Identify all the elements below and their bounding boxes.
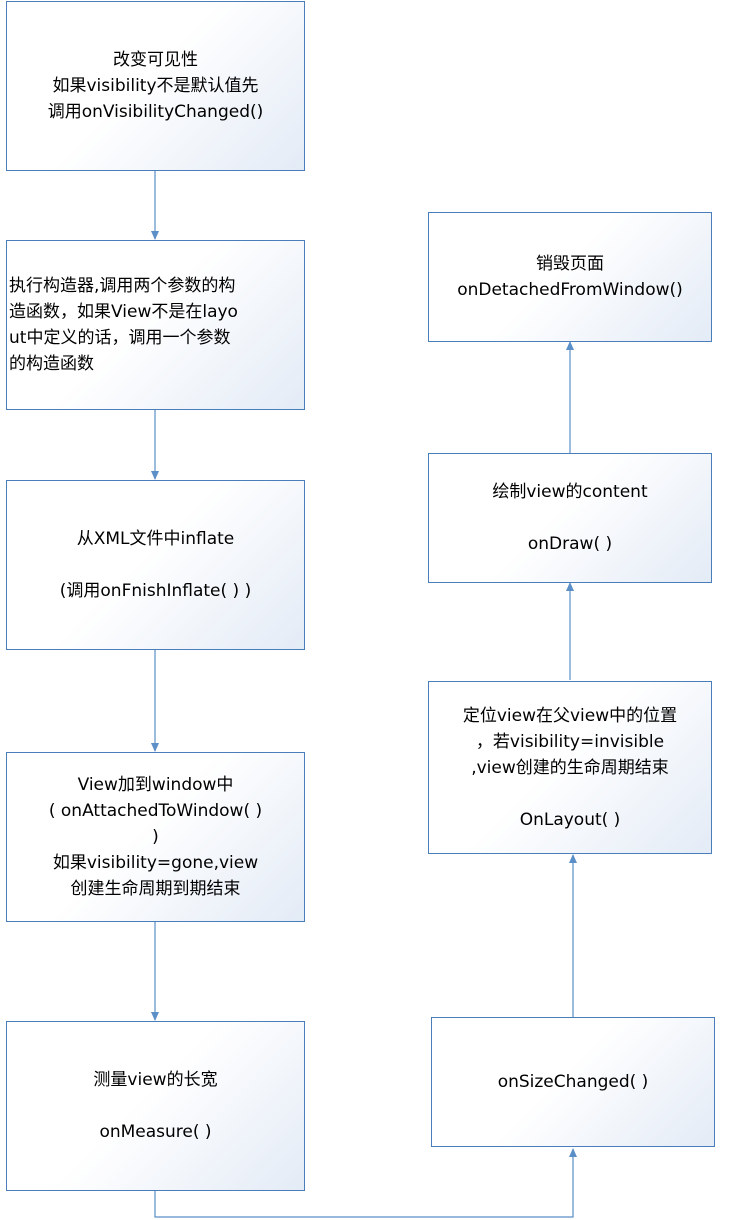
box-spacer (431, 505, 709, 531)
box-layout: 定位view在父view中的位置 ，若visibility=invisible … (428, 681, 712, 854)
box-line: ut中定义的话，调用一个参数 (9, 328, 231, 348)
box-line: 绘制view的content (492, 482, 648, 502)
box-line: OnLayout( ) (519, 809, 621, 830)
box-line: 从XML文件中inflate (76, 529, 235, 549)
box-line: 的构造函数 (9, 354, 94, 374)
box-attached: View加到window中 ( onAttachedToWindow( ) ) … (6, 752, 305, 922)
box-line: ) (152, 827, 159, 847)
box-line: View加到window中 (77, 775, 234, 795)
box-inflate: 从XML文件中inflate (调用onFnishInflate( ) ) (6, 480, 305, 650)
box-line: 如果visibility不是默认值先 (52, 76, 259, 96)
box-change-visibility: 改变可见性 如果visibility不是默认值先 调用onVisibilityC… (6, 1, 305, 171)
box-line: 创建生命周期到期结束 (70, 879, 241, 899)
box-spacer (9, 1093, 302, 1119)
box-detached: 销毁页面 onDetachedFromWindow() (428, 212, 712, 342)
box-line: (调用onFnishInflate( ) ) (59, 581, 252, 601)
box-line: ,view创建的生命周期结束 (471, 757, 669, 778)
box-line: 造函数，如果View不是在layo (9, 302, 238, 322)
box-spacer (431, 781, 709, 807)
box-size-changed: onSizeChanged( ) (431, 1017, 715, 1147)
box-line: 定位view在父view中的位置 (462, 705, 678, 726)
box-line: 销毁页面 (536, 254, 604, 274)
box-line: ( onAttachedToWindow( ) (48, 801, 263, 821)
box-line: 测量view的长宽 (93, 1070, 218, 1090)
box-line: ，若visibility=invisible (475, 731, 665, 752)
box-draw: 绘制view的content onDraw( ) (428, 453, 712, 583)
box-constructor: 执行构造器,调用两个参数的构 造函数，如果View不是在layo ut中定义的话… (6, 240, 305, 410)
box-line: onSizeChanged( ) (497, 1072, 649, 1092)
arrow-measure-to-sizechanged (154, 1148, 577, 1218)
box-measure: 测量view的长宽 onMeasure( ) (6, 1021, 305, 1191)
box-line: 改变可见性 (113, 50, 198, 70)
box-line: 如果visibility=gone,view (52, 853, 259, 873)
box-line: onDetachedFromWindow() (457, 280, 683, 300)
box-line: 执行构造器,调用两个参数的构 (9, 276, 236, 296)
box-line: onMeasure( ) (99, 1122, 212, 1142)
box-spacer (9, 552, 302, 578)
box-line: 调用onVisibilityChanged() (47, 102, 264, 122)
box-line: onDraw( ) (527, 534, 613, 554)
